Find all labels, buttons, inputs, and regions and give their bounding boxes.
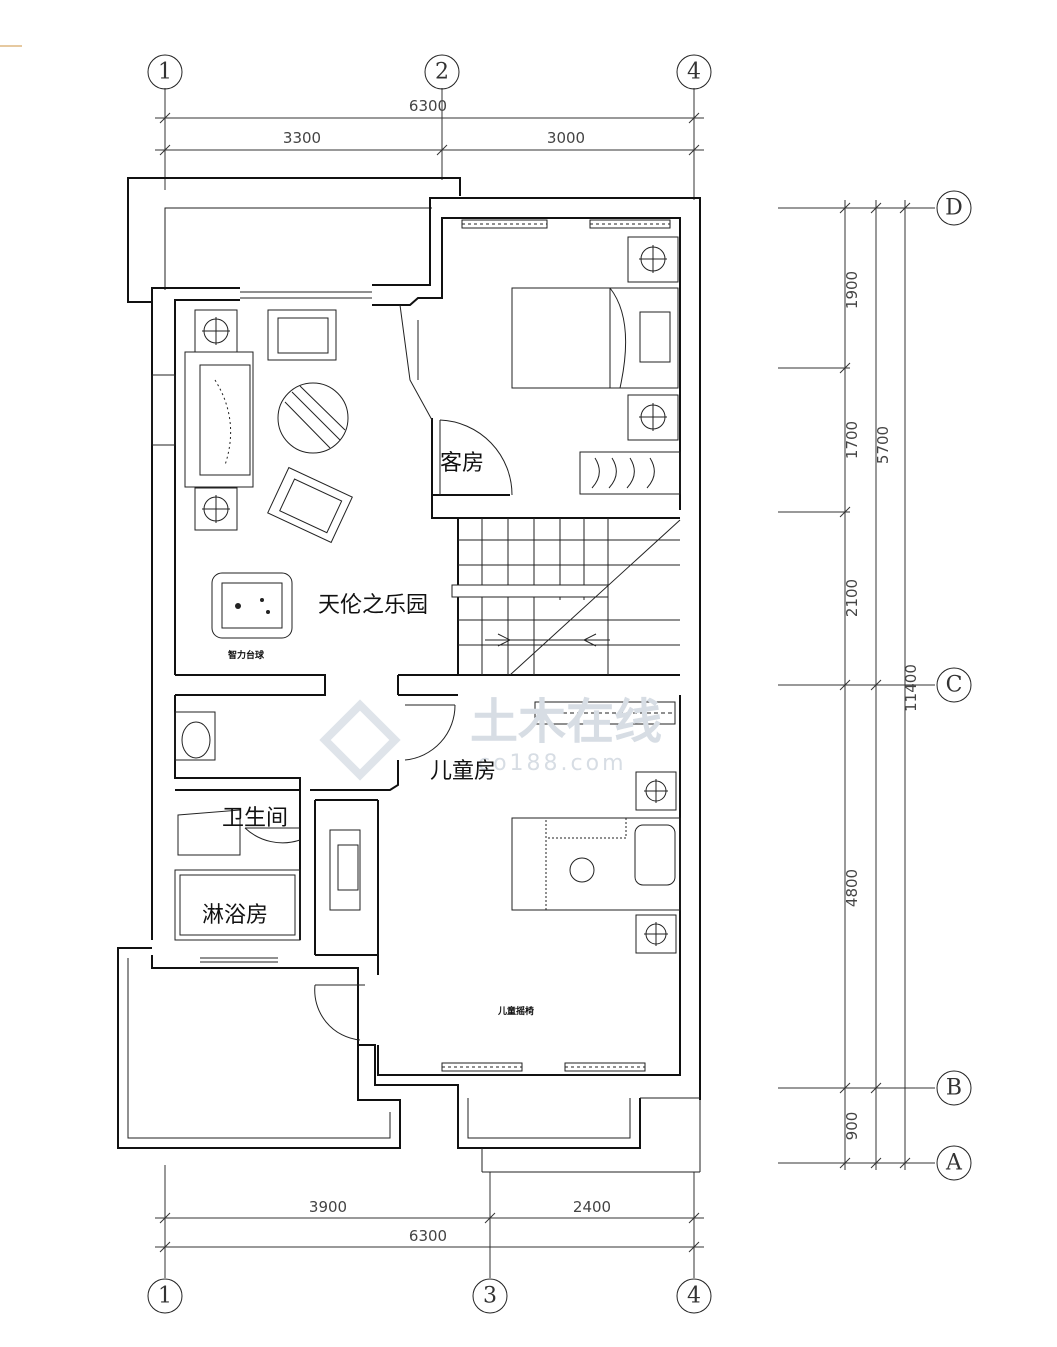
room-label-guest: 客房 — [440, 451, 484, 476]
dim-bottom-left: 3900 — [309, 1198, 347, 1216]
room-label-bathroom: 卫生间 — [222, 806, 288, 831]
label-children-swing: 儿童摇椅 — [497, 1005, 534, 1017]
sofa — [184, 351, 254, 488]
lamp-table-1 — [194, 309, 238, 353]
grid-axis-bottom-1: 1 — [158, 1284, 172, 1309]
watermark-brand: 土木在线 — [470, 694, 662, 750]
dim-right-1900: 1900 — [843, 271, 861, 309]
lamp-table-2 — [194, 487, 238, 531]
dim-top-total: 6300 — [409, 97, 447, 115]
guest-bed — [511, 287, 679, 389]
children-lamp-2 — [635, 914, 677, 954]
desk — [329, 829, 361, 911]
room-labels: 客房 天伦之乐园 儿童房 卫生间 淋浴房 智力台球 儿童摇椅 — [202, 451, 534, 1017]
right-dimensions: 1900 1700 2100 4800 900 5700 11400 — [778, 200, 935, 1170]
dim-top-left: 3300 — [283, 129, 321, 147]
furniture — [174, 236, 681, 954]
armchair-2 — [267, 466, 353, 544]
grid-axis-d: D — [945, 196, 963, 221]
watermark-url: co188.com — [478, 751, 627, 776]
right-grid-axes: D C B A — [936, 190, 972, 1181]
children-lamp-1 — [635, 771, 677, 811]
grid-axis-top-2: 2 — [435, 60, 449, 85]
grid-axis-a: A — [945, 1151, 963, 1176]
dim-right-11400: 11400 — [902, 664, 920, 712]
dim-right-2100: 2100 — [843, 579, 861, 617]
room-label-family: 天伦之乐园 — [318, 593, 428, 618]
bottom-grid-axes: 1 3 4 — [147, 1278, 712, 1314]
dim-right-1700: 1700 — [843, 421, 861, 459]
guest-lamp-1 — [627, 236, 679, 283]
dim-right-5700: 5700 — [874, 426, 892, 464]
doors — [244, 304, 513, 1041]
walls — [117, 177, 701, 1173]
round-table — [277, 382, 349, 454]
windows — [441, 219, 676, 1072]
grid-axis-bottom-4: 4 — [687, 1284, 701, 1309]
dim-right-4800: 4800 — [843, 869, 861, 907]
grid-axis-b: B — [946, 1076, 962, 1101]
grid-axis-top-4: 4 — [687, 60, 701, 85]
room-label-shower: 淋浴房 — [202, 903, 268, 928]
dim-right-900: 900 — [843, 1112, 861, 1141]
dim-top-right: 3000 — [547, 129, 585, 147]
grid-axis-c: C — [946, 673, 963, 698]
watermark: 土木在线 co188.com — [319, 694, 662, 781]
grid-axis-bottom-3: 3 — [483, 1284, 497, 1309]
children-bed — [511, 817, 681, 911]
room-label-children: 儿童房 — [430, 759, 496, 784]
grid-axis-top-1: 1 — [158, 60, 172, 85]
armchair-1 — [267, 309, 337, 361]
dim-bottom-total: 6300 — [409, 1227, 447, 1245]
bottom-dimensions: 3900 2400 6300 — [155, 1165, 704, 1278]
pool-table — [211, 572, 293, 639]
label-pool-table: 智力台球 — [228, 649, 265, 661]
wash-basin — [174, 711, 216, 761]
staircase — [451, 518, 681, 676]
toilet — [177, 809, 241, 856]
top-dimensions: 6300 3300 3000 — [155, 88, 704, 200]
guest-wardrobe — [579, 451, 681, 495]
top-grid-axes: 1 2 4 — [147, 54, 712, 90]
dim-bottom-right: 2400 — [573, 1198, 611, 1216]
guest-lamp-2 — [627, 394, 679, 441]
